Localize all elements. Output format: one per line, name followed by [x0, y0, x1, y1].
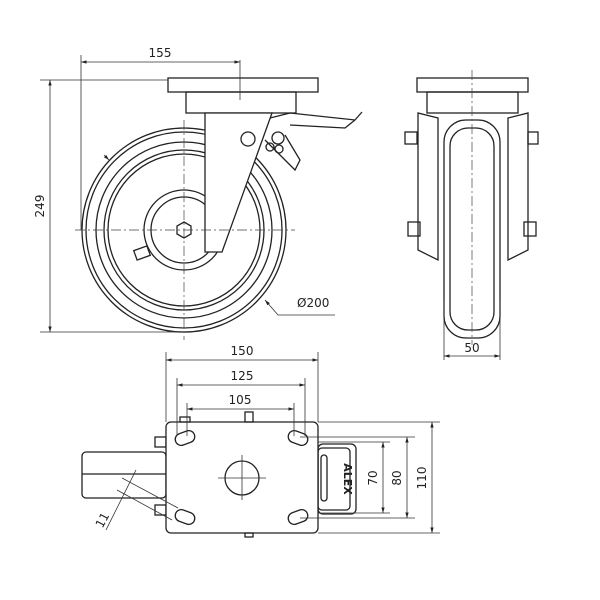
dim-11: 11 [93, 510, 113, 530]
dim-80: 80 [390, 470, 404, 485]
front-view: 50 [404, 70, 539, 360]
dim-50: 50 [464, 341, 479, 355]
dim-diameter-200: Ø200 [297, 296, 329, 310]
top-view: ALEX 150 125 105 70 80 110 11 [81, 344, 440, 538]
brand-label: ALEX [341, 463, 354, 495]
dim-125: 125 [231, 369, 254, 383]
fork [204, 112, 273, 253]
side-view: 155 249 Ø200 [33, 46, 363, 340]
dim-155: 155 [149, 46, 172, 60]
dim-70: 70 [366, 470, 380, 485]
dim-110: 110 [415, 467, 429, 490]
dim-249: 249 [33, 195, 47, 218]
dim-105: 105 [229, 393, 252, 407]
dim-150: 150 [231, 344, 254, 358]
